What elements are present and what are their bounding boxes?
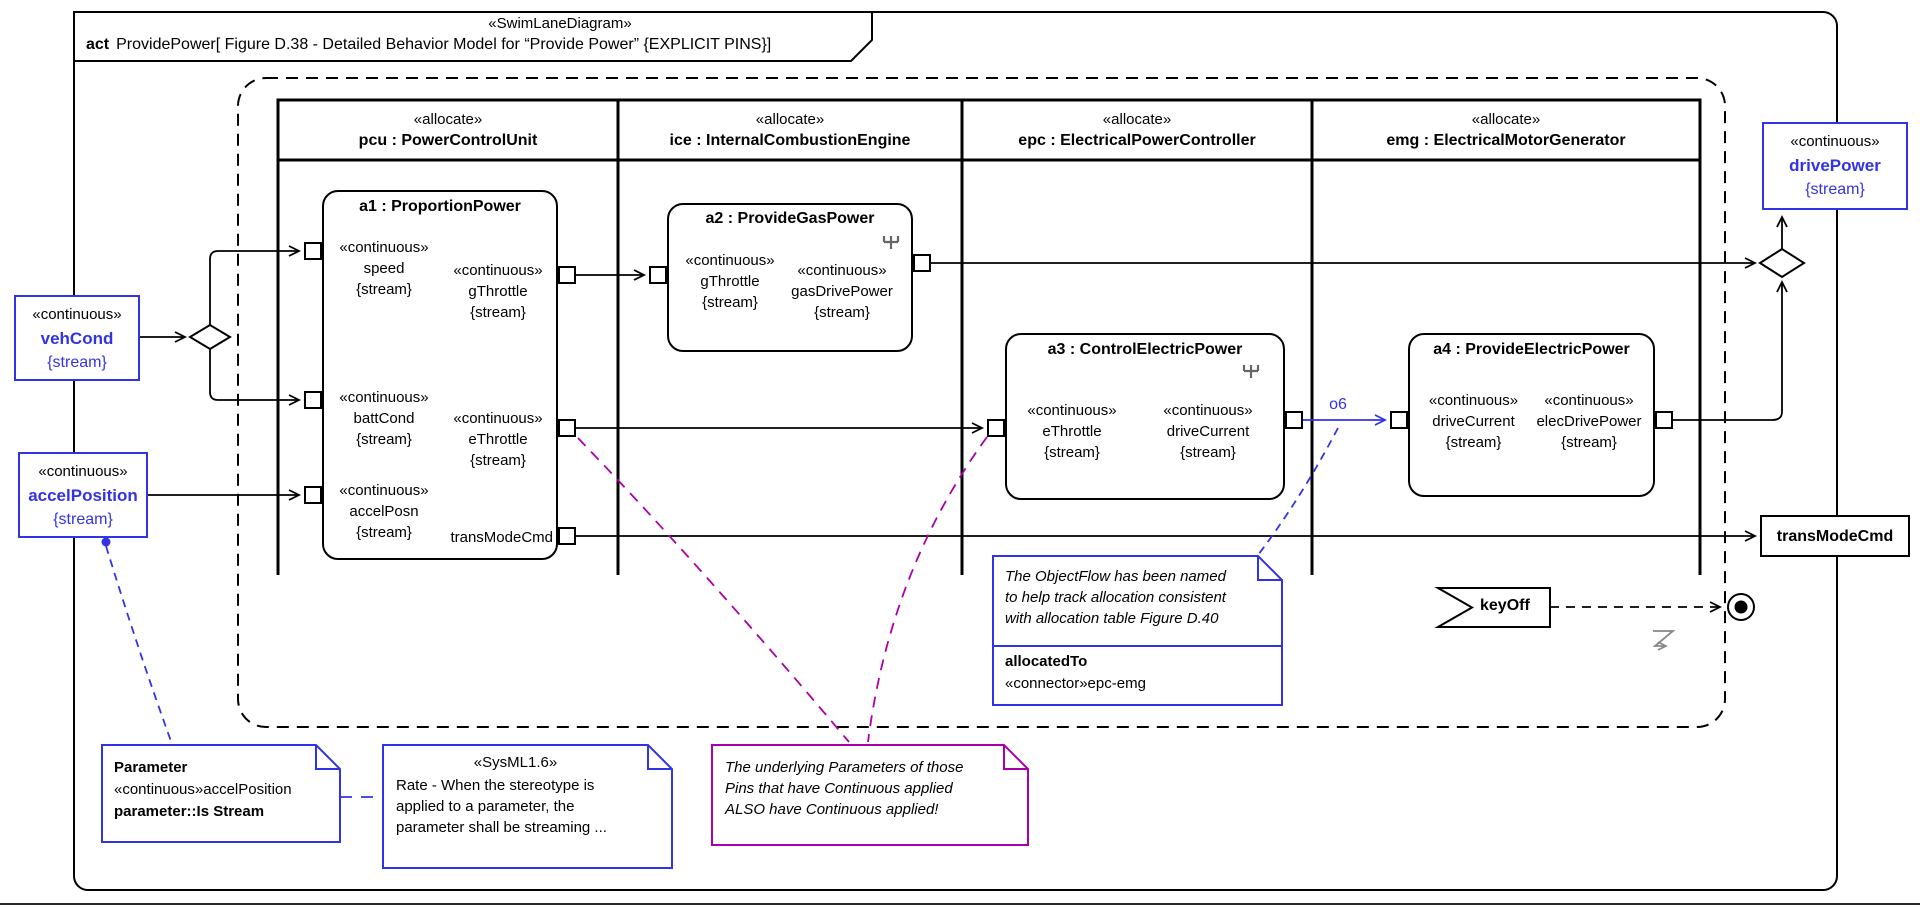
pin-label-driveCurrent: «continuous»driveCurrent{stream} bbox=[1428, 392, 1519, 451]
pin-a4-driveCurrent[interactable] bbox=[1390, 411, 1408, 429]
pin-a1-accelPosn[interactable] bbox=[304, 486, 322, 504]
keyOff-label: keyOff bbox=[1480, 597, 1530, 614]
pin-label-elecDrivePower: «continuous»elecDrivePower{stream} bbox=[1536, 392, 1642, 451]
objectflow-note-shape[interactable] bbox=[992, 555, 1283, 706]
lane-header-row bbox=[276, 98, 1702, 162]
lane-stereotype: «allocate» bbox=[755, 111, 825, 128]
pin-a1-speed[interactable] bbox=[304, 242, 322, 260]
pin-a1-eThrottle[interactable] bbox=[558, 419, 576, 437]
rake-icon bbox=[880, 233, 902, 256]
anchor-objectflow-note bbox=[1257, 427, 1339, 556]
action-title: a4 : ProvideElectricPower bbox=[1433, 341, 1630, 358]
objectflow-note-compartment-name: allocatedTo bbox=[1005, 653, 1088, 670]
frame-stereotype: «SwimLaneDiagram» bbox=[488, 15, 632, 32]
activity-final-node-core bbox=[1734, 600, 1748, 614]
param-stereotype: «continuous» bbox=[38, 463, 128, 480]
lane-header-epc[interactable]: «allocate» epc : ElectricalPowerControll… bbox=[962, 104, 1312, 152]
pin-label-gThrottle: «continuous»gThrottle{stream} bbox=[685, 252, 775, 311]
lane-header-emg[interactable]: «allocate» emg : ElectricalMotorGenerato… bbox=[1312, 104, 1700, 152]
pin-a2-gThrottle[interactable] bbox=[649, 266, 667, 284]
action-a2-ProvideGasPower[interactable] bbox=[667, 203, 913, 352]
anchor-continuous-note-to-a1-eThrottle bbox=[577, 437, 850, 743]
frame-title: act ProvidePower[ Figure D.38 - Detailed … bbox=[86, 36, 771, 54]
objectflow-note-compartment-value: «connector»epc-emg bbox=[1005, 675, 1146, 692]
action-a4-ProvideElectricPower[interactable] bbox=[1408, 333, 1655, 497]
param-name: vehCond bbox=[40, 329, 114, 348]
accept-event-keyOff-shape[interactable] bbox=[1434, 587, 1551, 628]
lane-stereotype: «allocate» bbox=[1471, 111, 1541, 128]
pin-label-speed: «continuous»speed{stream} bbox=[339, 239, 429, 298]
lane-name: emg : ElectricalMotorGenerator bbox=[1386, 132, 1626, 149]
pin-a1-transModeCmd[interactable] bbox=[558, 527, 576, 545]
action-title: a3 : ControlElectricPower bbox=[1047, 341, 1243, 358]
flow-speed bbox=[209, 245, 302, 325]
flow-battCond bbox=[209, 349, 302, 406]
pin-label-eThrottle: «continuous»eThrottle{stream} bbox=[453, 410, 543, 469]
sysml-note-stereotype: «SysML1.6» bbox=[473, 754, 558, 771]
pin-label-gasDrivePower: «continuous»gasDrivePower{stream} bbox=[791, 262, 893, 321]
pin-label-battCond: «continuous»battCond{stream} bbox=[339, 389, 429, 448]
param-stereotype: «continuous» bbox=[1790, 133, 1880, 150]
parameter-note-fold bbox=[315, 745, 340, 770]
merge-diamond-drivePower[interactable] bbox=[1758, 247, 1806, 279]
lane-header-pcu[interactable]: «allocate» pcu : PowerControlUnit bbox=[278, 104, 618, 152]
continuous-note-fold bbox=[1003, 745, 1028, 770]
lane-header-ice[interactable]: «allocate» ice : InternalCombustionEngin… bbox=[618, 104, 962, 152]
pin-a2-gasDrivePower[interactable] bbox=[913, 254, 931, 272]
sysml-note-fold bbox=[647, 745, 672, 770]
param-node-drivePower[interactable]: «continuous» drivePower {stream} bbox=[1762, 122, 1908, 210]
pin-a3-eThrottle[interactable] bbox=[987, 419, 1005, 437]
param-name: drivePower bbox=[1789, 156, 1881, 175]
param-constraint: {stream} bbox=[1805, 181, 1865, 198]
anchor-parameter-note bbox=[105, 545, 173, 745]
lane-stereotype: «allocate» bbox=[1102, 111, 1172, 128]
parameter-note-body[interactable]: Parameter «continuous»accelPosition para… bbox=[114, 759, 292, 820]
param-node-accelPosition[interactable]: «continuous» accelPosition {stream} bbox=[18, 452, 148, 538]
pin-label-driveCurrent: «continuous»driveCurrent{stream} bbox=[1163, 402, 1253, 461]
fork-diamond-vehCond[interactable] bbox=[188, 323, 232, 351]
sysml-note-body[interactable]: Rate - When the stereotype is applied to… bbox=[396, 777, 607, 836]
lane-name: ice : InternalCombustionEngine bbox=[669, 132, 911, 149]
pin-a1-gThrottle[interactable] bbox=[558, 266, 576, 284]
continuous-note-shape[interactable] bbox=[711, 744, 1029, 846]
pin-a1-battCond[interactable] bbox=[304, 391, 322, 409]
parameter-note-shape[interactable] bbox=[101, 744, 341, 843]
action-a1-ProportionPower[interactable] bbox=[322, 190, 558, 560]
transModeCmd-node[interactable]: transModeCmd bbox=[1760, 515, 1910, 557]
dashed-partition-boundary bbox=[237, 77, 1726, 728]
anchor-continuous-note-to-a3-eThrottle bbox=[867, 436, 988, 743]
param-constraint: {stream} bbox=[53, 511, 113, 528]
interrupting-edge-zigzag-icon bbox=[1652, 630, 1676, 651]
continuous-note-body[interactable]: The underlying Parameters of those Pins … bbox=[725, 759, 964, 818]
param-name: accelPosition bbox=[28, 486, 138, 505]
frame-title-text: ProvidePower[ Figure D.38 - Detailed Beh… bbox=[116, 36, 772, 53]
action-a3-ControlElectricPower[interactable] bbox=[1005, 333, 1285, 500]
diagram-frame bbox=[73, 11, 1838, 891]
objectflow-label-o6: o6 bbox=[1329, 396, 1347, 413]
flow-elecDrivePower bbox=[1673, 279, 1788, 421]
frame-title-tab bbox=[73, 11, 873, 62]
pin-label-gThrottle: «continuous»gThrottle{stream} bbox=[453, 262, 543, 321]
pin-label-accelPosn: «continuous»accelPosn{stream} bbox=[339, 482, 429, 541]
param-constraint: {stream} bbox=[47, 354, 107, 371]
lane-stereotype: «allocate» bbox=[413, 111, 483, 128]
objectflow-note-fold bbox=[1257, 556, 1282, 581]
action-title: a1 : ProportionPower bbox=[359, 198, 521, 215]
lane-name: epc : ElectricalPowerController bbox=[1018, 132, 1256, 149]
param-node-vehCond[interactable]: «continuous» vehCond {stream} bbox=[14, 295, 140, 381]
lane-name: pcu : PowerControlUnit bbox=[358, 132, 538, 149]
sysml-note-shape[interactable] bbox=[382, 744, 673, 869]
pin-a3-driveCurrent[interactable] bbox=[1285, 411, 1303, 429]
pin-label-transModeCmd: transModeCmd bbox=[450, 529, 553, 546]
pin-label-eThrottle: «continuous»eThrottle{stream} bbox=[1027, 402, 1117, 461]
pin-a4-elecDrivePower[interactable] bbox=[1655, 411, 1673, 429]
anchor-dot-accelPosition bbox=[101, 537, 111, 547]
frame-kind: act bbox=[86, 36, 110, 53]
param-stereotype: «continuous» bbox=[32, 306, 122, 323]
rake-icon bbox=[1240, 362, 1262, 385]
action-title: a2 : ProvideGasPower bbox=[705, 210, 875, 227]
objectflow-note-body[interactable]: The ObjectFlow has been named to help tr… bbox=[1005, 568, 1226, 627]
